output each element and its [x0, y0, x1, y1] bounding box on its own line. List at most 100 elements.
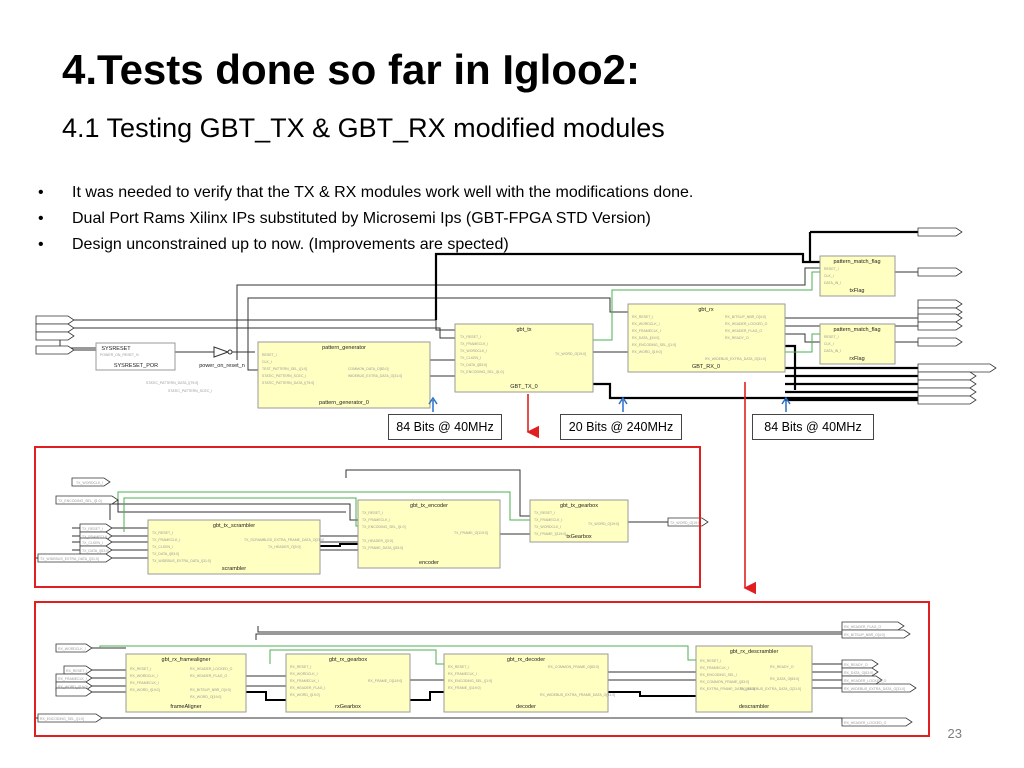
svg-text:RX_HEADER_FLAG_O: RX_HEADER_FLAG_O	[725, 329, 762, 333]
svg-text:TX_DATA_I[83:0]: TX_DATA_I[83:0]	[460, 363, 487, 367]
svg-text:TX_FRAMECLK_I: TX_FRAMECLK_I	[82, 535, 110, 539]
svg-text:RX_WORD_I[19:0]: RX_WORD_I[19:0]	[632, 350, 662, 354]
svg-text:RX_RESET_I: RX_RESET_I	[700, 659, 721, 663]
slide-subtitle: 4.1 Testing GBT_TX & GBT_RX modified mod…	[62, 113, 665, 143]
svg-text:TX_ENCODING_SEL_I[1:0]: TX_ENCODING_SEL_I[1:0]	[58, 499, 102, 503]
block-type-label: gbt_rx_descrambler	[730, 649, 779, 655]
svg-text:CLK_I: CLK_I	[824, 274, 834, 278]
block-instance-label: SYSRESET_POR	[114, 363, 158, 369]
callout-tx-input-width: 84 Bits @ 40MHz	[388, 414, 502, 440]
svg-text:POWER_ON_RESET_N: POWER_ON_RESET_N	[100, 353, 139, 357]
svg-text:RX_RESET_I: RX_RESET_I	[290, 665, 311, 669]
svg-text:TX_WORDCLK_I: TX_WORDCLK_I	[534, 525, 561, 529]
bullet-item: Dual Port Rams Xilinx IPs substituted by…	[38, 206, 693, 232]
svg-text:TX_ENCODING_SEL_I[1:0]: TX_ENCODING_SEL_I[1:0]	[460, 370, 504, 374]
block-type-label: pattern_match_flag	[833, 259, 880, 265]
svg-text:CLK_I: CLK_I	[262, 360, 272, 364]
svg-text:RX_EXTRA_FRAME_DATA_I[31:0]: RX_EXTRA_FRAME_DATA_I[31:0]	[700, 687, 755, 691]
svg-text:RX_HEADER_FLAG_O: RX_HEADER_FLAG_O	[844, 625, 881, 629]
block-instance-label: GBT_TX_0	[510, 384, 538, 390]
tx-submodule-frame	[34, 446, 701, 588]
svg-text:TX_WORDCLK_I: TX_WORDCLK_I	[460, 349, 487, 353]
rx-submodule-frame	[34, 601, 930, 737]
svg-text:TX_RESET_I: TX_RESET_I	[152, 531, 173, 535]
svg-text:RX_WIDEBUS_EXTRA_FRAME_DATA_O[: RX_WIDEBUS_EXTRA_FRAME_DATA_O[31:0]	[540, 693, 615, 697]
block-instance-label: scrambler	[222, 566, 246, 572]
svg-text:RX_BITSLIP_NBR_O[4:0]: RX_BITSLIP_NBR_O[4:0]	[844, 633, 885, 637]
svg-text:TX_WIDEBUS_EXTRA_DATA_I[31:0]: TX_WIDEBUS_EXTRA_DATA_I[31:0]	[40, 557, 99, 561]
svg-text:RX_HEADER_LOCKED_O: RX_HEADER_LOCKED_O	[844, 679, 887, 683]
svg-text:RESET_I: RESET_I	[824, 267, 839, 271]
svg-text:RX_ENCODING_SEL_I[1:0]: RX_ENCODING_SEL_I[1:0]	[448, 679, 492, 683]
svg-text:TX_RESET_I: TX_RESET_I	[460, 335, 481, 339]
block-instance-label: txGearbox	[566, 534, 592, 540]
svg-text:TX_RESET_I: TX_RESET_I	[362, 511, 383, 515]
slide-title: 4.Tests done so far in Igloo2:	[62, 46, 640, 93]
svg-text:RX_WORD_O[19:0]: RX_WORD_O[19:0]	[190, 695, 221, 699]
svg-text:TX_HEADER_I[3:0]: TX_HEADER_I[3:0]	[362, 539, 393, 543]
svg-text:DATA_IN_I: DATA_IN_I	[824, 349, 841, 353]
svg-text:RX_FRAMECLK_I: RX_FRAMECLK_I	[700, 666, 729, 670]
svg-text:TX_FRAMECLK_I: TX_FRAMECLK_I	[460, 342, 488, 346]
svg-text:RX_ENCODING_SEL_I[1:0]: RX_ENCODING_SEL_I[1:0]	[40, 717, 84, 721]
svg-text:TX_WORDCLK_I: TX_WORDCLK_I	[76, 481, 103, 485]
svg-text:RX_WIDEBUS_EXTRA_DATA_O[31:0]: RX_WIDEBUS_EXTRA_DATA_O[31:0]	[705, 357, 766, 361]
svg-text:STATIC_PATTERN_SCEC_I: STATIC_PATTERN_SCEC_I	[168, 389, 212, 393]
svg-text:CLK_I: CLK_I	[824, 342, 834, 346]
bullet-list: It was needed to verify that the TX & RX…	[38, 180, 693, 258]
block-instance-label: GBT_RX_0	[692, 364, 720, 370]
svg-text:RX_RESET_I: RX_RESET_I	[632, 315, 653, 319]
svg-text:RX_FRAMECLK_I: RX_FRAMECLK_I	[130, 681, 159, 685]
svg-text:TX_FRAME_I[119:0]: TX_FRAME_I[119:0]	[534, 532, 566, 536]
svg-text:RX_DATA_O[83:0]: RX_DATA_O[83:0]	[844, 671, 873, 675]
svg-text:STATIC_PATTERN_DATA_I[79:0]: STATIC_PATTERN_DATA_I[79:0]	[146, 381, 198, 385]
callout-rx-output-width: 84 Bits @ 40MHz	[752, 414, 874, 440]
svg-text:RX_WORDCLK_I: RX_WORDCLK_I	[290, 672, 318, 676]
svg-text:RX_DATA_I[19:0]: RX_DATA_I[19:0]	[632, 336, 659, 340]
svg-text:RX_FRAMECLK_I: RX_FRAMECLK_I	[290, 679, 319, 683]
svg-text:TX_HEADER_O[3:0]: TX_HEADER_O[3:0]	[268, 545, 301, 549]
block-type-label: gbt_tx_encoder	[410, 503, 448, 509]
svg-text:STATIC_PATTERN_DATA_I[79:0]: STATIC_PATTERN_DATA_I[79:0]	[262, 381, 314, 385]
svg-text:TX_WIDEBUS_EXTRA_DATA_I[31:0]: TX_WIDEBUS_EXTRA_DATA_I[31:0]	[152, 559, 211, 563]
svg-text:RX_WORDCLK_I: RX_WORDCLK_I	[632, 322, 660, 326]
svg-text:RX_WORD_I[19:0]: RX_WORD_I[19:0]	[290, 693, 320, 697]
bullet-item: Design unconstrained up to now. (Improve…	[38, 232, 693, 258]
svg-text:RX_WIDEBUS_EXTRA_DATA_O[31:0]: RX_WIDEBUS_EXTRA_DATA_O[31:0]	[740, 687, 801, 691]
svg-text:RX_ENCODING_SEL_I[1:0]: RX_ENCODING_SEL_I[1:0]	[632, 343, 676, 347]
svg-text:TX_CLKEN_I: TX_CLKEN_I	[82, 541, 103, 545]
svg-text:RX_FRAME_O[119:0]: RX_FRAME_O[119:0]	[368, 679, 402, 683]
svg-text:RX_WORD_I[19:0]: RX_WORD_I[19:0]	[130, 688, 160, 692]
svg-text:TX_DATA_I[83:0]: TX_DATA_I[83:0]	[152, 552, 179, 556]
svg-text:TX_DATA_I[83:0]: TX_DATA_I[83:0]	[82, 549, 109, 553]
svg-text:RX_ENCODING_SEL_I: RX_ENCODING_SEL_I	[700, 673, 737, 677]
svg-text:RX_FRAME_I[119:0]: RX_FRAME_I[119:0]	[448, 686, 480, 690]
svg-text:RX_HEADER_FLAG_O: RX_HEADER_FLAG_O	[190, 674, 227, 678]
block-instance-label: txFlag	[850, 288, 865, 294]
svg-text:TX_RESET_I: TX_RESET_I	[82, 527, 103, 531]
svg-text:RX_HEADER_LOCKED_O: RX_HEADER_LOCKED_O	[190, 667, 233, 671]
svg-text:TX_FRAMECLK_I: TX_FRAMECLK_I	[362, 518, 390, 522]
svg-text:RX_WORD_I[19:0]: RX_WORD_I[19:0]	[58, 685, 88, 689]
block-type-label: gbt_tx_gearbox	[560, 503, 598, 509]
callout-link-width: 20 Bits @ 240MHz	[560, 414, 682, 440]
block-instance-label: rxFlag	[849, 356, 864, 362]
svg-text:TX_SCRAMBLED_EXTRA_FRAME_DATA_: TX_SCRAMBLED_EXTRA_FRAME_DATA_O[31:0]	[244, 538, 324, 542]
svg-text:RX_WIDEBUS_EXTRA_DATA_O[31:0]: RX_WIDEBUS_EXTRA_DATA_O[31:0]	[844, 687, 905, 691]
svg-text:RX_WORDCLK_I: RX_WORDCLK_I	[58, 647, 86, 651]
svg-text:RX_COMMON_FRAME_I[83:0]: RX_COMMON_FRAME_I[83:0]	[700, 680, 749, 684]
svg-text:TX_WORD_O[19:0]: TX_WORD_O[19:0]	[670, 521, 701, 525]
block-type-label: gbt_rx_decoder	[507, 657, 545, 663]
svg-text:STATIC_PATTERN_SCEC_I: STATIC_PATTERN_SCEC_I	[262, 374, 306, 378]
svg-text:RX_READY_O: RX_READY_O	[844, 663, 868, 667]
block-type-label: gbt_tx_scrambler	[213, 523, 255, 529]
svg-text:RX_FRAMECLK_I: RX_FRAMECLK_I	[632, 329, 661, 333]
block-type-label: gbt_rx	[698, 307, 714, 313]
svg-text:RX_RESET_I: RX_RESET_I	[448, 665, 469, 669]
svg-text:TX_WORD_O[19:0]: TX_WORD_O[19:0]	[555, 352, 586, 356]
svg-text:RX_DATA_O[83:0]: RX_DATA_O[83:0]	[770, 677, 799, 681]
block-instance-label: descrambler	[739, 704, 769, 710]
svg-text:RX_READY_O: RX_READY_O	[770, 665, 794, 669]
svg-text:RX_BITSLIP_NBR_O[4:0]: RX_BITSLIP_NBR_O[4:0]	[190, 688, 231, 692]
